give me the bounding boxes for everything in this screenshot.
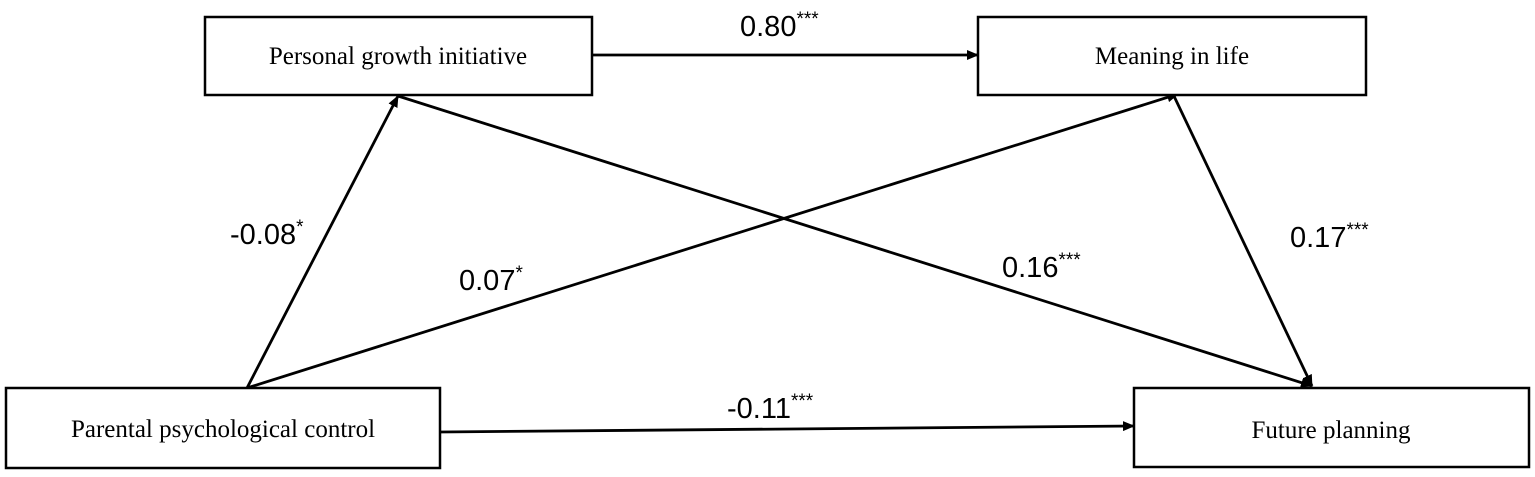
coef-ppc-to-pgi: -0.08*	[230, 217, 304, 251]
coef-pgi-to-mil: 0.80***	[740, 9, 819, 43]
coef-sig: ***	[796, 9, 819, 30]
node-meaning-in-life: Meaning in life	[976, 15, 1368, 97]
path-pgi-to-fp	[397, 94, 1313, 388]
coef-sig: ***	[1058, 250, 1081, 271]
path-ppc-to-pgi	[245, 95, 400, 389]
coef-sig: ***	[1346, 220, 1369, 241]
coef-value: 0.17	[1290, 222, 1346, 254]
node-label: Future planning	[1251, 417, 1411, 444]
node-label: Personal growth initiative	[269, 43, 527, 70]
coef-sig: *	[515, 263, 523, 284]
coef-value: -0.08	[230, 219, 296, 251]
path-mil-to-fp	[1171, 93, 1314, 387]
coef-ppc-to-fp: -0.11***	[727, 391, 814, 425]
path-ppc-to-mil	[246, 92, 1179, 390]
coef-mil-to-fp: 0.17***	[1290, 220, 1369, 254]
coef-value: 0.07	[459, 265, 515, 297]
coef-value: -0.11	[727, 393, 791, 425]
coef-sig: *	[296, 217, 304, 238]
coef-pgi-to-fp: 0.16***	[1002, 250, 1081, 284]
coef-ppc-to-mil: 0.07*	[459, 263, 523, 297]
node-future-planning: Future planning	[1132, 386, 1531, 469]
node-label: Parental psychological control	[71, 416, 375, 443]
node-label: Meaning in life	[1095, 43, 1249, 70]
coef-sig: ***	[791, 391, 814, 412]
path-ppc-to-fp	[439, 421, 1135, 434]
coef-value: 0.16	[1002, 252, 1058, 284]
node-personal-growth-initiative: Personal growth initiative	[203, 15, 594, 97]
coef-value: 0.80	[740, 11, 796, 43]
node-parental-psychological-control: Parental psychological control	[4, 386, 442, 470]
